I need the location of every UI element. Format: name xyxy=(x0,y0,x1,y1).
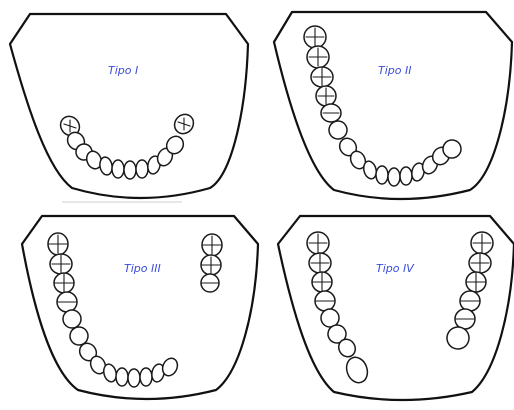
tooth xyxy=(140,368,152,386)
panel-label: Tipo I xyxy=(108,64,138,77)
tooth xyxy=(63,310,81,328)
tooth xyxy=(136,160,148,178)
tooth xyxy=(124,161,136,179)
tooth xyxy=(112,160,124,178)
tooth xyxy=(376,166,388,184)
panel-label: Tipo III xyxy=(124,262,161,275)
panel-tipo-3: Tipo III xyxy=(22,216,258,399)
panel-tipo-4: Tipo IV xyxy=(278,216,514,400)
tooth xyxy=(388,168,400,186)
panel-tipo-1: Tipo I xyxy=(10,14,248,202)
panel-tipo-2: Tipo II xyxy=(274,12,512,199)
panel-label: Tipo II xyxy=(378,64,411,77)
tooth xyxy=(116,368,128,386)
tooth xyxy=(400,167,412,185)
panel-label: Tipo IV xyxy=(376,262,415,275)
tooth xyxy=(128,369,140,387)
